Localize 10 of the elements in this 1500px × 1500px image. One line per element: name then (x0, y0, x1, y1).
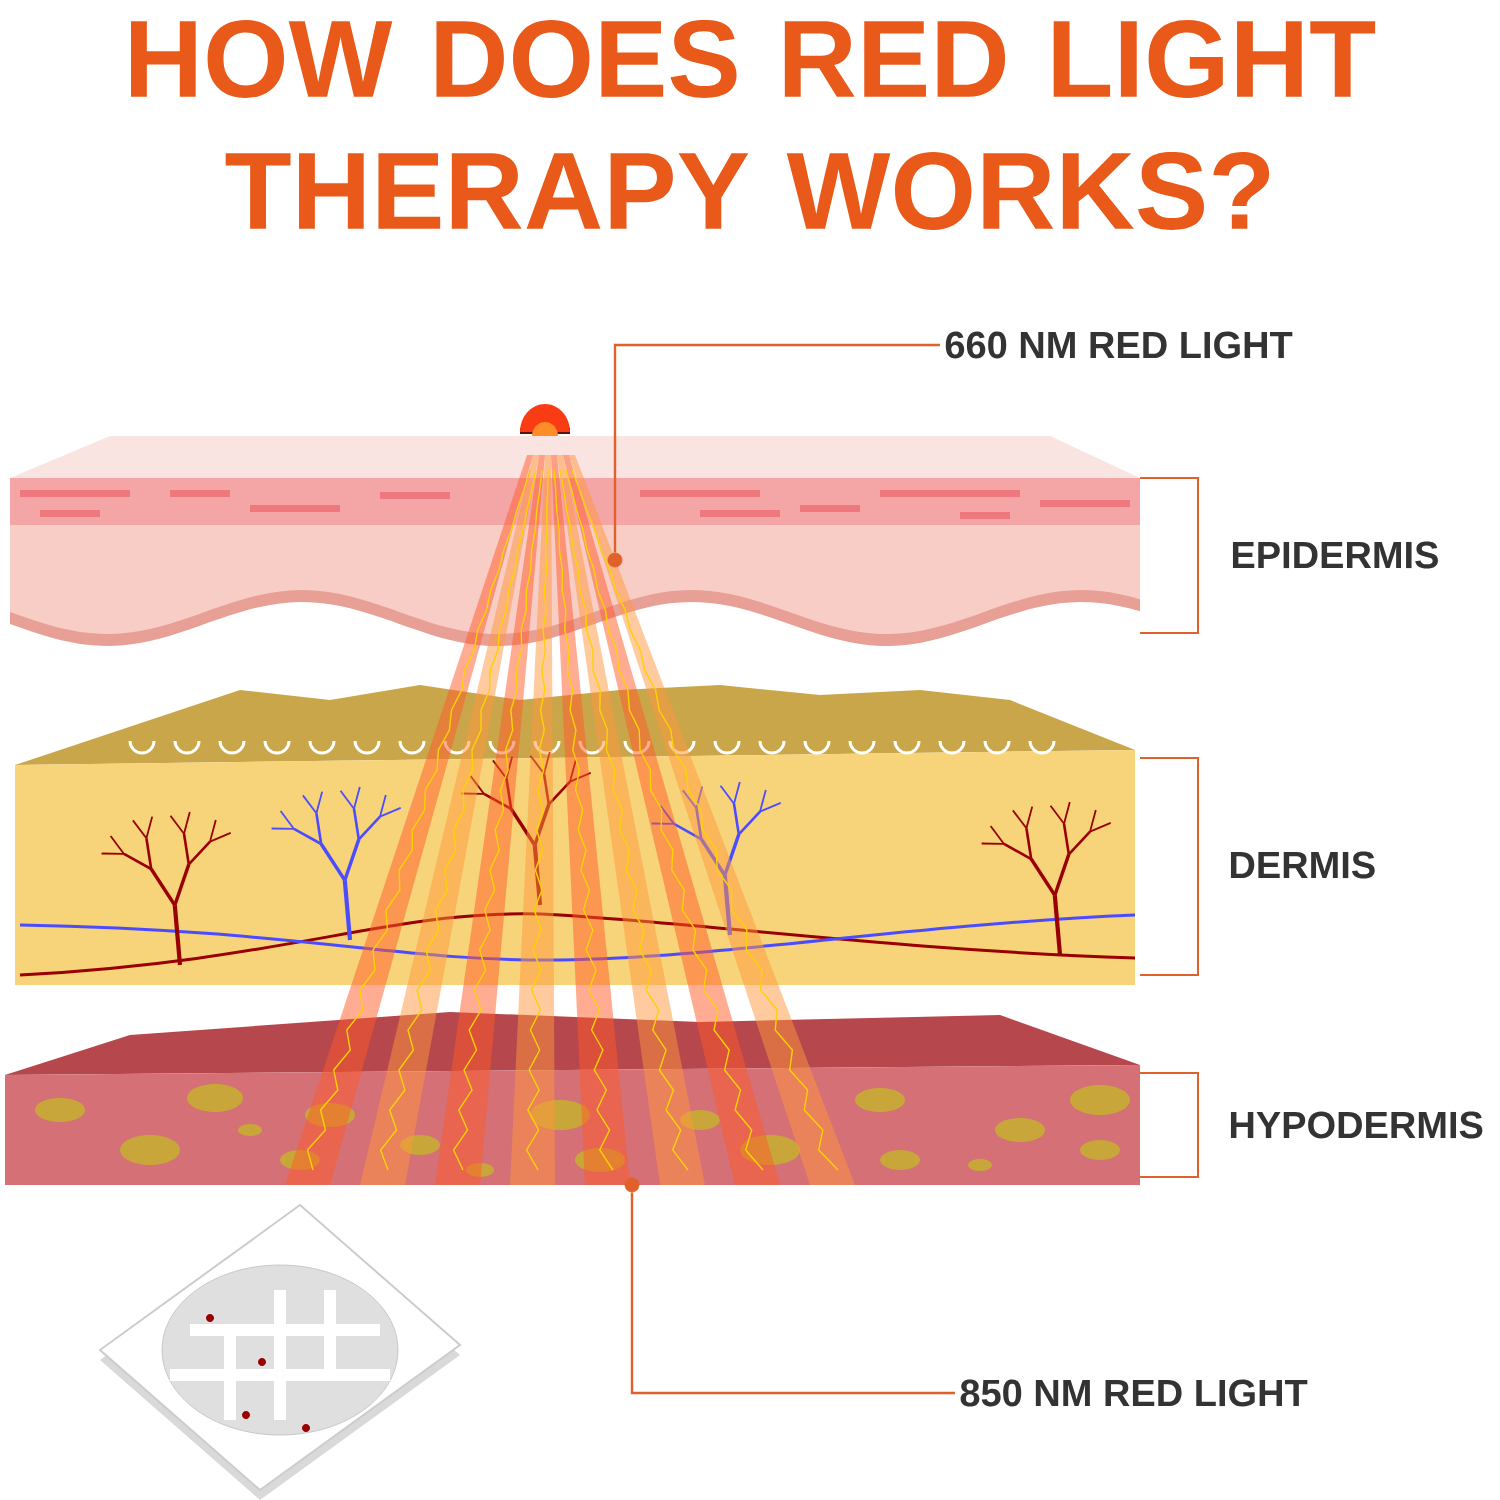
layer-label: HYPODERMIS (1230, 1111, 1483, 1139)
leader-line (613, 343, 940, 553)
callout-label: 660 NM RED LIGHT (945, 331, 1293, 359)
leader-dot (624, 1177, 640, 1193)
layer-label: EPIDERMIS (1232, 541, 1438, 569)
callout-label: 850 NM RED LIGHT (960, 1379, 1308, 1407)
title: HOW DOES RED LIGHT THERAPY WORKS? (131, 20, 1376, 230)
layer-label: DERMIS (1230, 851, 1375, 879)
leader-line (630, 1192, 955, 1395)
leader-dot (607, 552, 623, 568)
